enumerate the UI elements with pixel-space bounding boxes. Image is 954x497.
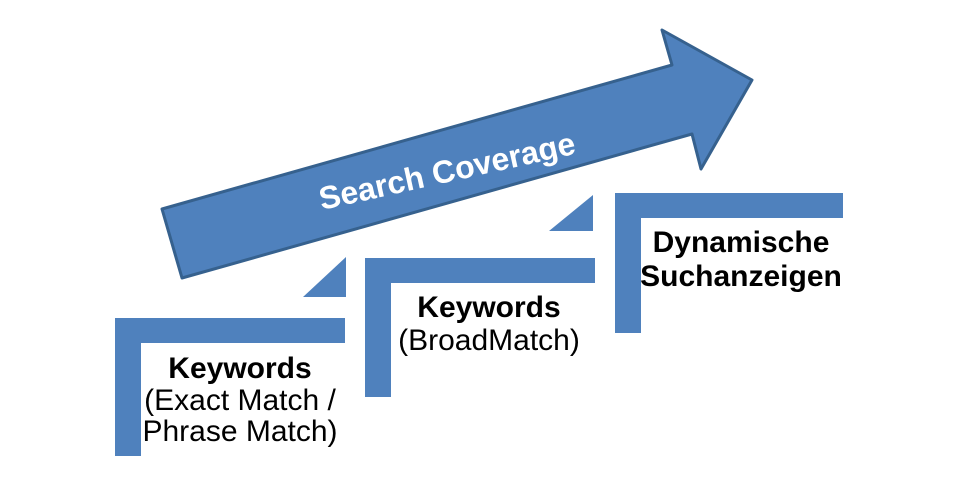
search-coverage-arrow-icon [160,28,754,280]
step2-label-group: Keywords (BroadMatch) [398,291,580,357]
step1-bracket [115,318,345,456]
step2-title: Keywords [417,291,560,324]
step2-bracket [365,258,595,397]
step2-subtitle: (BroadMatch) [398,324,580,357]
step2-to-step3-triangle-icon [549,195,593,231]
step3-label-group: Dynamische Suchanzeigen [640,226,842,293]
step1-to-step2-triangle-icon [303,257,346,297]
step1-title: Keywords [168,352,311,385]
step3-title-line1: Dynamische [653,226,830,259]
step3-bracket [615,193,843,333]
step1-subtitle-line1: (Exact Match / [144,384,336,417]
step1-label-group: Keywords (Exact Match / Phrase Match) [142,352,337,448]
step3-title-line2: Suchanzeigen [640,260,842,293]
step1-subtitle-line2: Phrase Match) [142,415,337,448]
